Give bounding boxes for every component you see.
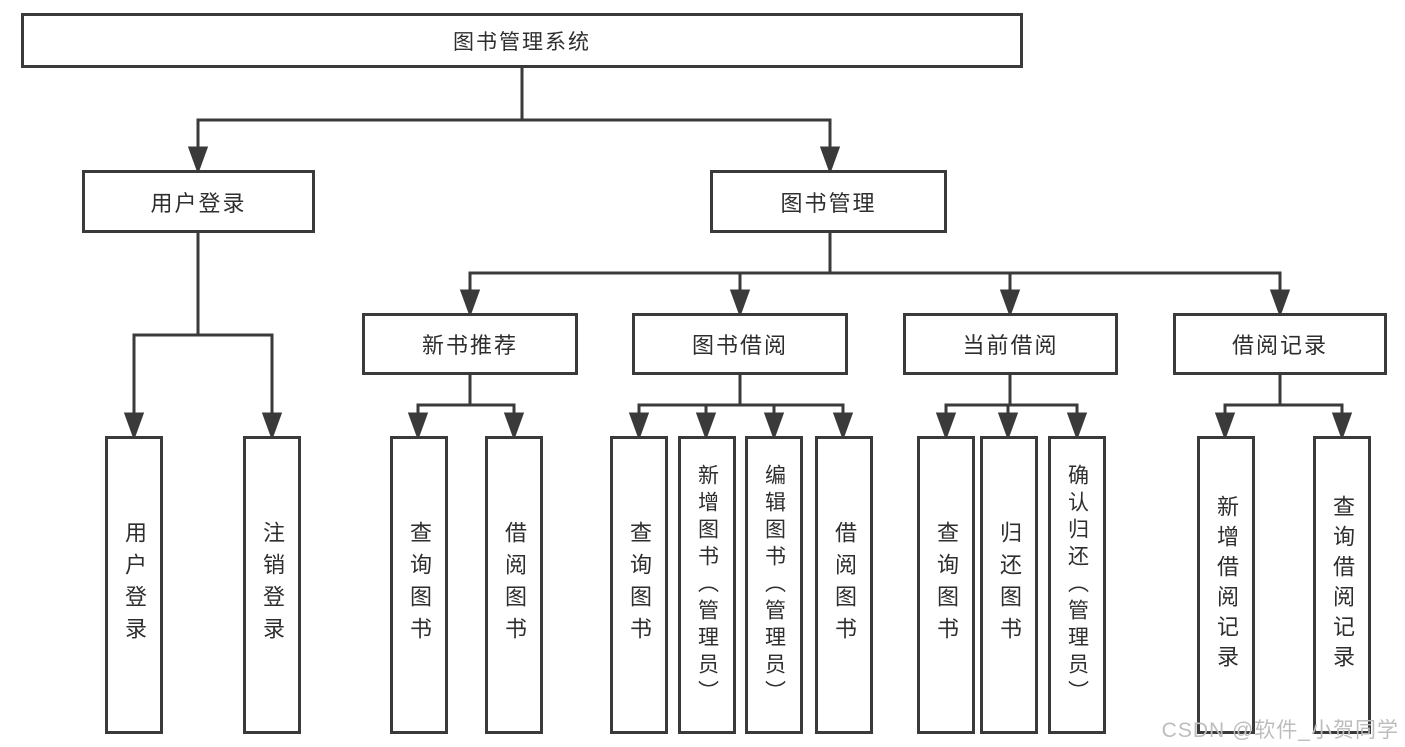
leaf-borrow-books: 借阅图书	[815, 436, 873, 734]
csdn-watermark: CSDN @软件_小贺同学	[1161, 719, 1399, 742]
leaf-logout: 注销登录	[243, 436, 301, 734]
node-root: 图书管理系统	[21, 13, 1023, 68]
connector-book-management-to-groups	[459, 233, 1291, 318]
node-new-book-recommend-label: 新书推荐	[421, 333, 518, 358]
node-borrow-records-label: 借阅记录	[1231, 333, 1328, 358]
node-root-label: 图书管理系统	[453, 30, 591, 54]
connector-borrow-records-to-leaves	[1214, 375, 1353, 441]
leaf-add-borrow-record-label: 新增借阅记录	[1214, 495, 1239, 675]
connector-root-to-branches	[187, 68, 841, 175]
node-new-book-recommend: 新书推荐	[362, 313, 578, 375]
leaf-query-books-current-label: 查询图书	[934, 521, 959, 649]
leaf-borrow-books-recommend: 借阅图书	[485, 436, 543, 734]
node-borrow-records: 借阅记录	[1173, 313, 1387, 375]
leaf-logout-label: 注销登录	[260, 521, 285, 649]
connector-new-book-to-leaves	[407, 375, 525, 441]
leaf-edit-book-admin-label: 编辑图书（管理员）	[762, 463, 786, 707]
node-user-login: 用户登录	[82, 170, 315, 233]
leaf-return-book: 归还图书	[980, 436, 1038, 734]
leaf-user-login: 用户登录	[105, 436, 163, 734]
leaf-edit-book-admin: 编辑图书（管理员）	[745, 436, 803, 734]
node-book-management: 图书管理	[710, 170, 947, 233]
node-current-borrow-label: 当前借阅	[962, 333, 1059, 358]
node-user-login-label: 用户登录	[150, 190, 247, 216]
node-book-management-label: 图书管理	[780, 190, 877, 216]
connector-user-login-to-leaves	[123, 233, 283, 441]
leaf-add-book-admin: 新增图书（管理员）	[678, 436, 736, 734]
leaf-add-book-admin-label: 新增图书（管理员）	[695, 463, 719, 707]
leaf-query-books-current: 查询图书	[917, 436, 975, 734]
leaf-query-borrow-record-label: 查询借阅记录	[1330, 495, 1355, 675]
leaf-query-borrow-record: 查询借阅记录	[1313, 436, 1371, 734]
leaf-user-login-label: 用户登录	[122, 521, 147, 649]
leaf-borrow-books-label: 借阅图书	[832, 521, 857, 649]
leaf-confirm-return-admin-label: 确认归还（管理员）	[1065, 463, 1089, 707]
leaf-add-borrow-record: 新增借阅记录	[1197, 436, 1255, 734]
leaf-confirm-return-admin: 确认归还（管理员）	[1048, 436, 1106, 734]
leaf-query-books-recommend: 查询图书	[390, 436, 448, 734]
leaf-return-book-label: 归还图书	[997, 521, 1022, 649]
leaf-query-books-recommend-label: 查询图书	[407, 521, 432, 649]
connector-current-borrow-to-leaves	[935, 375, 1088, 441]
connector-book-borrow-to-leaves	[628, 375, 854, 441]
leaf-query-books-borrow: 查询图书	[610, 436, 668, 734]
leaf-borrow-books-recommend-label: 借阅图书	[502, 521, 527, 649]
node-book-borrow: 图书借阅	[632, 313, 848, 375]
node-book-borrow-label: 图书借阅	[691, 333, 788, 358]
leaf-query-books-borrow-label: 查询图书	[627, 521, 652, 649]
node-current-borrow: 当前借阅	[903, 313, 1118, 375]
